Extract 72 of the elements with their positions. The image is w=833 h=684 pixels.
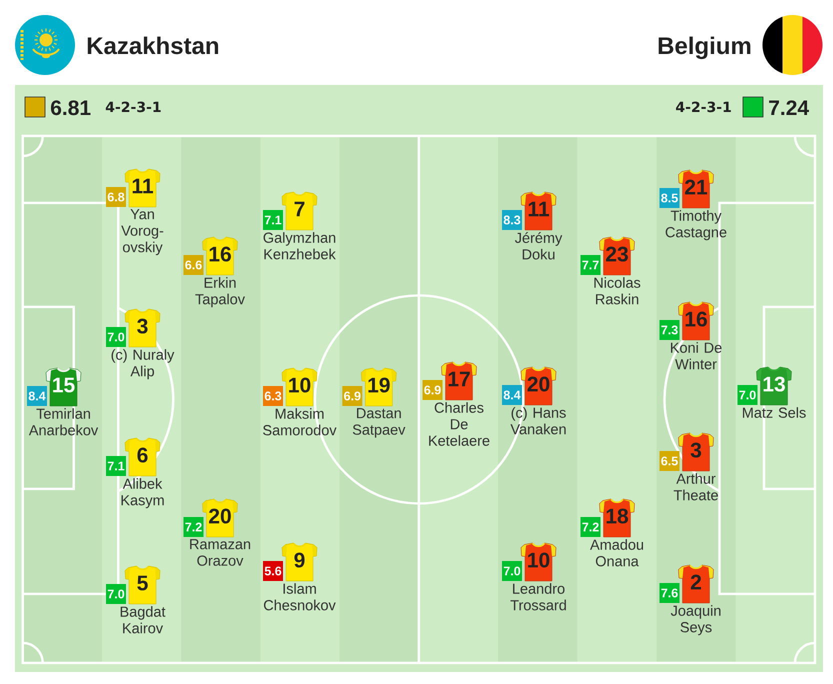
rating-badge: 7.2 xyxy=(184,516,204,537)
player-name: Nicolas Raskin xyxy=(594,277,640,304)
player-name: Charles De Ketelaere xyxy=(429,402,490,446)
jersey: 11 xyxy=(520,192,556,230)
jersey: 3 xyxy=(678,432,714,472)
jersey: 13 xyxy=(756,366,792,406)
rating-badge: 7.7 xyxy=(580,255,600,275)
jersey: 19 xyxy=(361,368,397,406)
jersey: 20 xyxy=(520,366,556,406)
jersey: 20 xyxy=(202,498,238,538)
player-name: Maksim Samorodov xyxy=(263,408,337,436)
team-rating: 6.81 xyxy=(50,100,90,116)
player-name: Dastan Satpaev xyxy=(352,408,406,438)
jersey: 10 xyxy=(520,542,556,582)
jersey: 23 xyxy=(599,236,635,276)
player-name: Koni De Winter xyxy=(671,342,722,370)
rating-badge: 6.8 xyxy=(106,186,126,207)
formation: 4-2-3-1 xyxy=(106,102,161,112)
player-name: Galymzhan Kenzhebek xyxy=(264,232,336,260)
player-name: Timothy Castagne xyxy=(666,210,726,240)
rating-badge: 6.5 xyxy=(660,450,680,471)
jersey: 6 xyxy=(124,438,160,476)
rating-badge: 7.6 xyxy=(660,582,680,603)
rating-badge: 8.3 xyxy=(502,210,522,230)
player-name: Amadou Onana xyxy=(590,539,644,566)
team-name: Kazakhstan xyxy=(88,36,218,54)
jersey: 16 xyxy=(202,236,238,276)
rating-badge: 8.4 xyxy=(27,386,47,406)
player-name: Temirlan Anarbekov xyxy=(28,408,98,436)
player-name: Alibek Kasym xyxy=(122,478,164,508)
jersey: 18 xyxy=(599,498,635,538)
player-name: Bagdat Kairov xyxy=(120,606,166,634)
rating-badge: 7.0 xyxy=(738,384,758,405)
rating-badge: 7.0 xyxy=(502,560,522,581)
rating-badge: 6.9 xyxy=(342,386,362,406)
rating-badge: 6.3 xyxy=(263,386,283,406)
jersey: 3 xyxy=(124,308,160,348)
player-name: (c) Nuraly Alip xyxy=(112,349,174,380)
player-name: (c) Hans Vanaken xyxy=(510,407,566,434)
player-name: Leandro Trossard xyxy=(510,583,566,610)
team-rating: 7.24 xyxy=(769,100,809,115)
rating-badge: 7.0 xyxy=(106,584,126,604)
rating-badge: 7.0 xyxy=(106,326,126,347)
player-name: Islam Chesnokov xyxy=(264,583,336,610)
rating-badge: 5.6 xyxy=(263,560,283,581)
jersey: 7 xyxy=(282,192,318,230)
jersey: 10 xyxy=(282,368,318,406)
jersey: 11 xyxy=(124,168,160,208)
formation: 4-2-3-1 xyxy=(676,102,731,112)
player-name: Yan Vorog- ovskiy xyxy=(121,209,164,256)
player-name: Jérémy Doku xyxy=(514,232,562,260)
player-name: Arthur Theate xyxy=(674,473,718,500)
rating-badge: 8.5 xyxy=(660,188,680,208)
jersey: 16 xyxy=(678,302,714,340)
rating-badge: 6.6 xyxy=(184,255,204,275)
rating-badge: 7.1 xyxy=(106,456,126,476)
jersey: 21 xyxy=(678,170,714,208)
jersey: 2 xyxy=(678,564,714,604)
player-name: Erkin Tapalov xyxy=(195,277,245,308)
jersey: 15 xyxy=(46,368,82,406)
player-name: Ramazan Orazov xyxy=(190,539,250,566)
jersey: 9 xyxy=(282,542,318,582)
jersey: 17 xyxy=(441,362,477,400)
team-name: Belgium xyxy=(658,36,750,60)
rating-badge: 7.3 xyxy=(660,320,680,340)
rating-badge: 6.9 xyxy=(422,380,442,400)
player-name: Matz Sels xyxy=(742,407,806,418)
player-name: Joaquin Seys xyxy=(670,605,720,636)
rating-badge: 7.1 xyxy=(263,210,283,230)
rating-badge: 7.2 xyxy=(580,516,600,537)
jersey: 5 xyxy=(124,566,160,604)
rating-badge: 8.4 xyxy=(502,384,522,405)
